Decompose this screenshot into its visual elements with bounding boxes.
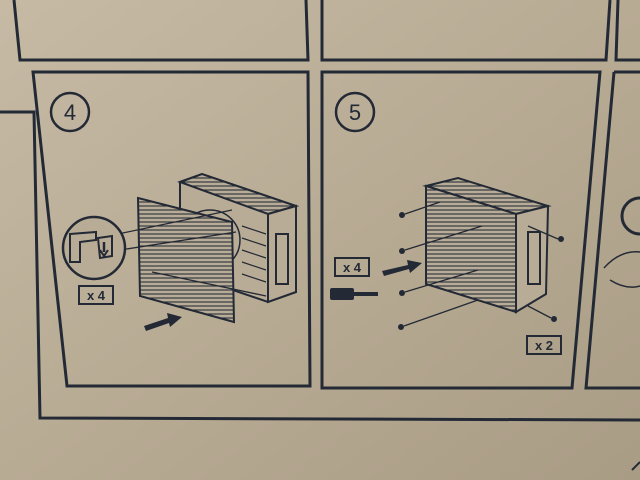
step-5-border [320,70,602,390]
step-6-panel-partial [584,70,640,390]
screw-pointer-lines [403,201,559,327]
step-5-left-quantity-box [334,257,370,277]
step-4-pointer-lines [117,209,267,297]
step-4-border [31,70,312,388]
screw-icons [398,212,564,330]
front-grille-panel [136,196,236,324]
hand-icon [603,251,640,288]
step-4-quantity: x 4 [87,288,106,303]
outer-frame [0,0,640,422]
step-4-panel: 4 [31,70,312,388]
step-5-panel: 5 x 4 [320,70,602,390]
step-5-number: 5 [349,100,361,125]
clip-detail-magnifier [61,215,127,281]
step-4-number-circle [49,91,91,133]
push-arrow-icon [144,313,182,331]
step-5-right-quantity: x 2 [535,338,553,353]
prohibition-icon [620,196,640,236]
step-4-number: 4 [64,100,76,125]
insert-arrow-icon [382,260,422,276]
step-5-number-circle [334,91,376,133]
corner-mark [631,461,640,471]
screwdriver-icon [330,288,378,300]
step-5-left-quantity: x 4 [343,260,362,275]
step-5-right-quantity-box [526,335,562,355]
step-4-quantity-box [78,285,114,305]
outdoor-unit-step5 [422,176,552,314]
